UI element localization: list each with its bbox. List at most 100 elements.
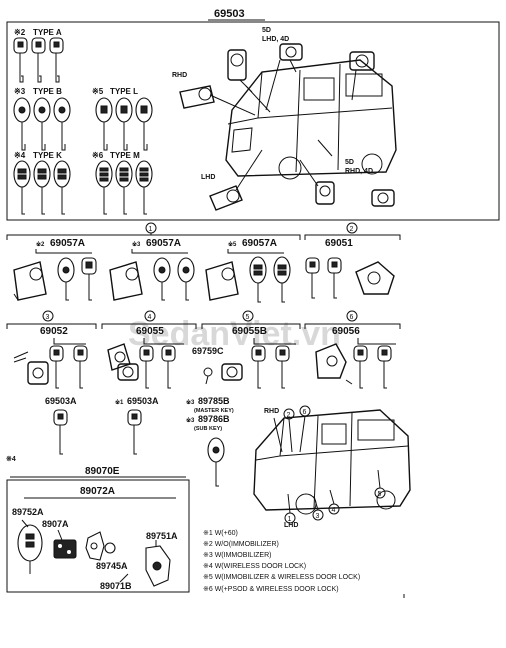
van-callout-2: 2	[287, 412, 291, 419]
remote-board-illustration	[53, 529, 77, 559]
remote-part-3: 89751A	[146, 531, 178, 541]
g1-part-2-number: 69057A	[146, 238, 181, 249]
g3-number: 69052	[40, 326, 68, 337]
g1-part-1-prefix: ※2	[36, 240, 45, 248]
group-2-bracket	[304, 234, 401, 240]
g2-assembly	[305, 257, 395, 299]
van-top-illustration	[225, 59, 397, 180]
cylinder-center-top	[227, 49, 271, 113]
g1-part-3-number: 69057A	[242, 238, 277, 249]
key3a-prefix: ※3	[186, 398, 195, 406]
g1-assembly-3	[205, 249, 291, 303]
g1-assembly-2	[109, 249, 195, 301]
group-4-bracket	[101, 323, 197, 329]
group-2-circle: 2	[350, 226, 354, 233]
key3b-prefix: ※3	[186, 416, 195, 424]
type-l-label: TYPE L	[110, 87, 138, 96]
type-l-keys	[95, 97, 153, 151]
van-callouts: 2 6 1 3 4 5	[273, 405, 386, 524]
key2-prefix: ※1	[115, 398, 124, 406]
note-2: ※2 W/O(IMMOBILIZER)	[203, 541, 279, 548]
key2-illustration	[127, 409, 142, 455]
key2-number: 69503A	[127, 396, 159, 406]
type-l-prefix: ※5	[92, 87, 104, 96]
g1-part-1-number: 69057A	[50, 238, 85, 249]
type-m-keys	[95, 160, 153, 215]
note-6: ※6 W(+PSOD & WIRELESS DOOR LOCK)	[203, 586, 339, 593]
group-5-bracket	[201, 323, 301, 329]
group-3-bracket	[6, 323, 97, 329]
remote-part-5: 89071B	[100, 581, 132, 591]
note-4: ※4 W(WIRELESS DOOR LOCK)	[203, 563, 306, 570]
remote-sub-assembly: 89072A	[80, 486, 115, 497]
key3b-number: 89786B	[198, 414, 230, 424]
cylinder-lhd-4d	[265, 43, 303, 111]
remote-case-illustration	[119, 540, 171, 587]
group-3-circle-mark	[42, 310, 54, 322]
key1-illustration	[53, 409, 68, 455]
remote-fob-illustration	[17, 519, 43, 574]
note-3: ※3 W(IMMOBILIZER)	[203, 552, 271, 559]
group-2-circle-mark	[346, 222, 358, 234]
key3-illustration	[207, 437, 225, 487]
type-b-prefix: ※3	[14, 87, 26, 96]
five-d-label-right: 5D	[345, 159, 354, 166]
type-a-label: TYPE A	[33, 28, 62, 37]
top-panel-frame	[6, 21, 500, 221]
key3b-note: (SUB KEY)	[194, 426, 222, 432]
van-callout-4: 4	[332, 507, 336, 514]
type-k-keys	[13, 160, 71, 215]
g5-sub-69759c: 69759C	[192, 346, 224, 356]
group-6-bracket	[304, 323, 401, 329]
van-callout-5: 5	[378, 491, 382, 498]
cylinder-right-top	[349, 51, 375, 101]
group-1-bracket	[6, 234, 301, 240]
van-callout-3: 3	[316, 513, 320, 520]
five-d-label-top: 5D	[262, 27, 271, 34]
group-3-circle: 3	[46, 314, 50, 321]
g5-number: 69055B	[232, 326, 267, 337]
g1-assembly-1	[13, 249, 97, 301]
g1-part-2-prefix: ※3	[132, 240, 141, 248]
key1-number: 69503A	[45, 396, 77, 406]
type-b-keys	[13, 97, 71, 151]
group-4-circle-mark	[144, 310, 156, 322]
remote-part-1: 89752A	[12, 507, 44, 517]
note-1: ※1 W(+60)	[203, 530, 238, 537]
van-callout-6: 6	[303, 409, 307, 416]
remote-assembly-number: 89070E	[85, 466, 120, 477]
lhd-label-top: LHD	[201, 174, 215, 181]
group-1-circle: 1	[149, 226, 153, 233]
group-5-circle-mark	[242, 310, 254, 322]
cylinder-rhd	[179, 85, 256, 116]
g2-number: 69051	[325, 238, 353, 249]
remote-cover-illustration	[85, 531, 116, 561]
main-part-number: 69503	[214, 8, 245, 20]
remote-panel-frame	[6, 479, 190, 593]
g6-assembly	[315, 338, 396, 389]
g4-number: 69055	[136, 326, 164, 337]
cylinder-lhd	[209, 149, 263, 211]
group-6-circle: 6	[350, 314, 354, 321]
g4-assembly	[107, 338, 184, 389]
lhd-4d-label: LHD, 4D	[262, 36, 289, 43]
van-callout-1: 1	[288, 516, 292, 523]
type-b-label: TYPE B	[33, 87, 62, 96]
type-a-keys	[13, 37, 64, 83]
type-m-prefix: ※6	[92, 151, 104, 160]
group-6-circle-mark	[346, 310, 358, 322]
van-bottom-illustration	[253, 409, 411, 515]
type-m-label: TYPE M	[110, 151, 140, 160]
key3a-note: (MASTER KEY)	[194, 408, 234, 414]
note-5: ※5 W(IMMOBILIZER & WIRELESS DOOR LOCK)	[203, 574, 360, 581]
remote-part-4: 89745A	[96, 561, 128, 571]
key3a-number: 89785B	[198, 396, 230, 406]
rhd-label-top: RHD	[172, 72, 187, 79]
type-a-prefix: ※2	[14, 28, 26, 37]
cylinder-rhd-4d	[299, 139, 395, 207]
remote-prefix: ※4	[6, 455, 16, 463]
van-lhd-label: LHD	[284, 522, 298, 529]
van-rhd-label: RHD	[264, 408, 279, 415]
remote-part-2: 8907A	[42, 519, 69, 529]
